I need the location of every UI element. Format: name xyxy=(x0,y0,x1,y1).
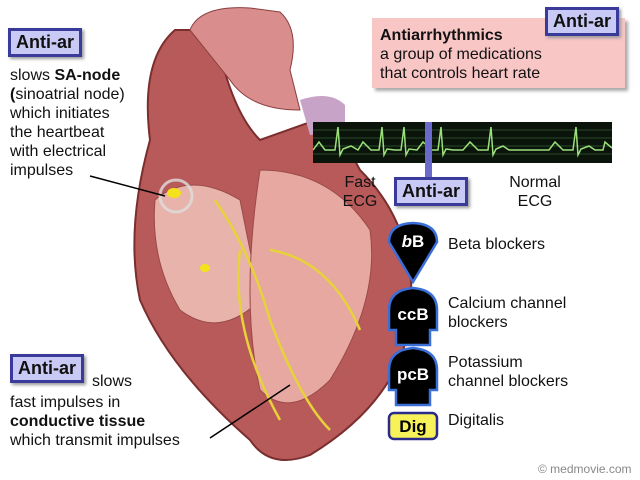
text: ( xyxy=(10,86,16,103)
legend-icons: bB ccB pcB Dig xyxy=(387,221,439,441)
conductive-text: fast impulses in conductive tissue which… xyxy=(10,393,180,450)
text: with electrical xyxy=(10,143,107,160)
ecg-divider-bar xyxy=(425,122,432,180)
anti-ar-badge-ecg: Anti-ar xyxy=(394,177,468,206)
legend-label-digitalis: Digitalis xyxy=(448,411,504,430)
copyright: © medmovie.com xyxy=(538,462,632,476)
text: slows xyxy=(10,67,55,84)
legend-label-beta: Beta blockers xyxy=(448,235,545,254)
svg-text:Dig: Dig xyxy=(399,417,426,436)
conductive-tissue-pointer xyxy=(209,384,291,439)
legend-label-calcium: Calcium channel blockers xyxy=(448,294,566,332)
text: which initiates xyxy=(10,105,110,122)
svg-text:ccB: ccB xyxy=(397,305,428,324)
sa-node-text: slows SA-node (sinoatrial node) which in… xyxy=(10,66,125,180)
text: which transmit impulses xyxy=(10,432,180,449)
text: Fast xyxy=(344,174,376,191)
text: fast impulses in xyxy=(10,394,121,411)
text: Calcium channel xyxy=(448,295,567,312)
text: impulses xyxy=(10,162,74,179)
definition-title: Antiarrhythmics xyxy=(380,27,503,44)
svg-text:bB: bB xyxy=(402,232,425,251)
definition-line: that controls heart rate xyxy=(380,65,541,82)
text: ECG xyxy=(342,193,378,210)
anti-ar-badge-conductive: Anti-ar xyxy=(10,354,84,383)
text: Digitalis xyxy=(448,412,505,429)
anti-ar-badge-definition: Anti-ar xyxy=(545,7,619,36)
slows-text: slows xyxy=(92,373,133,390)
text: ECG xyxy=(517,193,553,210)
text: channel blockers xyxy=(448,373,569,390)
anti-ar-badge-sa: Anti-ar xyxy=(8,28,82,57)
potassium-channel-blocker-icon: pcB xyxy=(387,346,439,407)
text: conductive tissue xyxy=(10,413,146,430)
text: Beta blockers xyxy=(448,236,545,253)
beta-blocker-icon: bB xyxy=(387,221,439,285)
sa-node-pointer xyxy=(89,175,166,197)
calcium-channel-blocker-icon: ccB xyxy=(387,286,439,347)
text: blockers xyxy=(448,314,508,331)
ecg-strip xyxy=(313,122,612,163)
svg-text:pcB: pcB xyxy=(397,365,429,384)
text: Potassium xyxy=(448,354,523,371)
digitalis-icon: Dig xyxy=(387,411,439,441)
definition-line: a group of medications xyxy=(380,46,542,63)
legend-label-potassium: Potassium channel blockers xyxy=(448,353,568,391)
text: SA-node xyxy=(54,67,121,84)
text: Normal xyxy=(509,174,561,191)
text: the heartbeat xyxy=(10,124,105,141)
text: sinoatrial node) xyxy=(15,86,125,103)
